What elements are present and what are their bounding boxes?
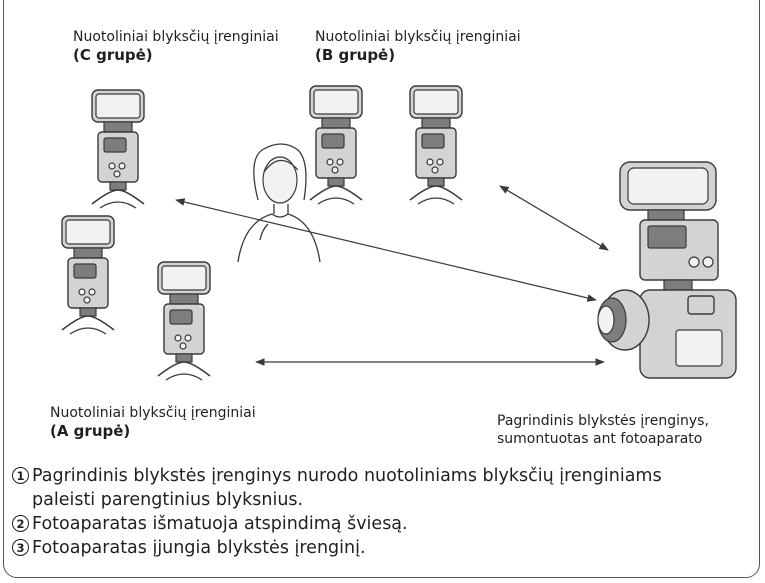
flash-unit-c — [91, 89, 145, 209]
label-group-b-name: (B grupė) — [315, 46, 396, 64]
step-text-2: Fotoaparatas išmatuoja atspindimą šviesą… — [32, 514, 408, 534]
label-master-line1: Pagrindinis blykstės įrenginys, — [497, 413, 709, 429]
step-item: 3 Fotoaparatas įjungia blykstės įrenginį… — [12, 536, 712, 560]
double-arrow-icon — [175, 185, 609, 366]
step-number-1: 1 — [12, 467, 29, 484]
label-group-a-name: (A grupė) — [50, 422, 131, 440]
step-item: 1 Pagrindinis blykstės įrenginys nurodo … — [12, 464, 712, 512]
steps-list: 1 Pagrindinis blykstės įrenginys nurodo … — [12, 464, 712, 560]
label-group-c: Nuotoliniai blyksčių įrenginiai (C grupė… — [73, 28, 279, 64]
label-group-a: Nuotoliniai blyksčių įrenginiai (A grupė… — [50, 404, 256, 440]
step-text-3: Fotoaparatas įjungia blykstės įrenginį. — [32, 538, 366, 558]
flash-unit-b2 — [409, 85, 463, 205]
label-master-line2: sumontuotas ant fotoaparato — [497, 431, 703, 447]
flash-unit-b1 — [309, 85, 363, 205]
label-master: Pagrindinis blykstės įrenginys, sumontuo… — [497, 412, 709, 448]
camera-with-flash-icon — [597, 161, 737, 379]
label-group-c-name: (C grupė) — [73, 46, 153, 64]
step-text-1: Pagrindinis blykstės įrenginys nurodo nu… — [32, 466, 662, 510]
step-item: 2 Fotoaparatas išmatuoja atspindimą švie… — [12, 512, 712, 536]
step-number-3: 3 — [12, 539, 29, 556]
step-number-2: 2 — [12, 515, 29, 532]
flash-unit-a1 — [61, 215, 115, 335]
label-group-b-title: Nuotoliniai blyksčių įrenginiai — [315, 29, 521, 45]
subject-woman-icon — [237, 143, 321, 263]
flash-unit-a2 — [157, 261, 211, 381]
label-group-b: Nuotoliniai blyksčių įrenginiai (B grupė… — [315, 28, 521, 64]
diagram-frame — [3, 0, 760, 578]
label-group-a-title: Nuotoliniai blyksčių įrenginiai — [50, 405, 256, 421]
label-group-c-title: Nuotoliniai blyksčių įrenginiai — [73, 29, 279, 45]
